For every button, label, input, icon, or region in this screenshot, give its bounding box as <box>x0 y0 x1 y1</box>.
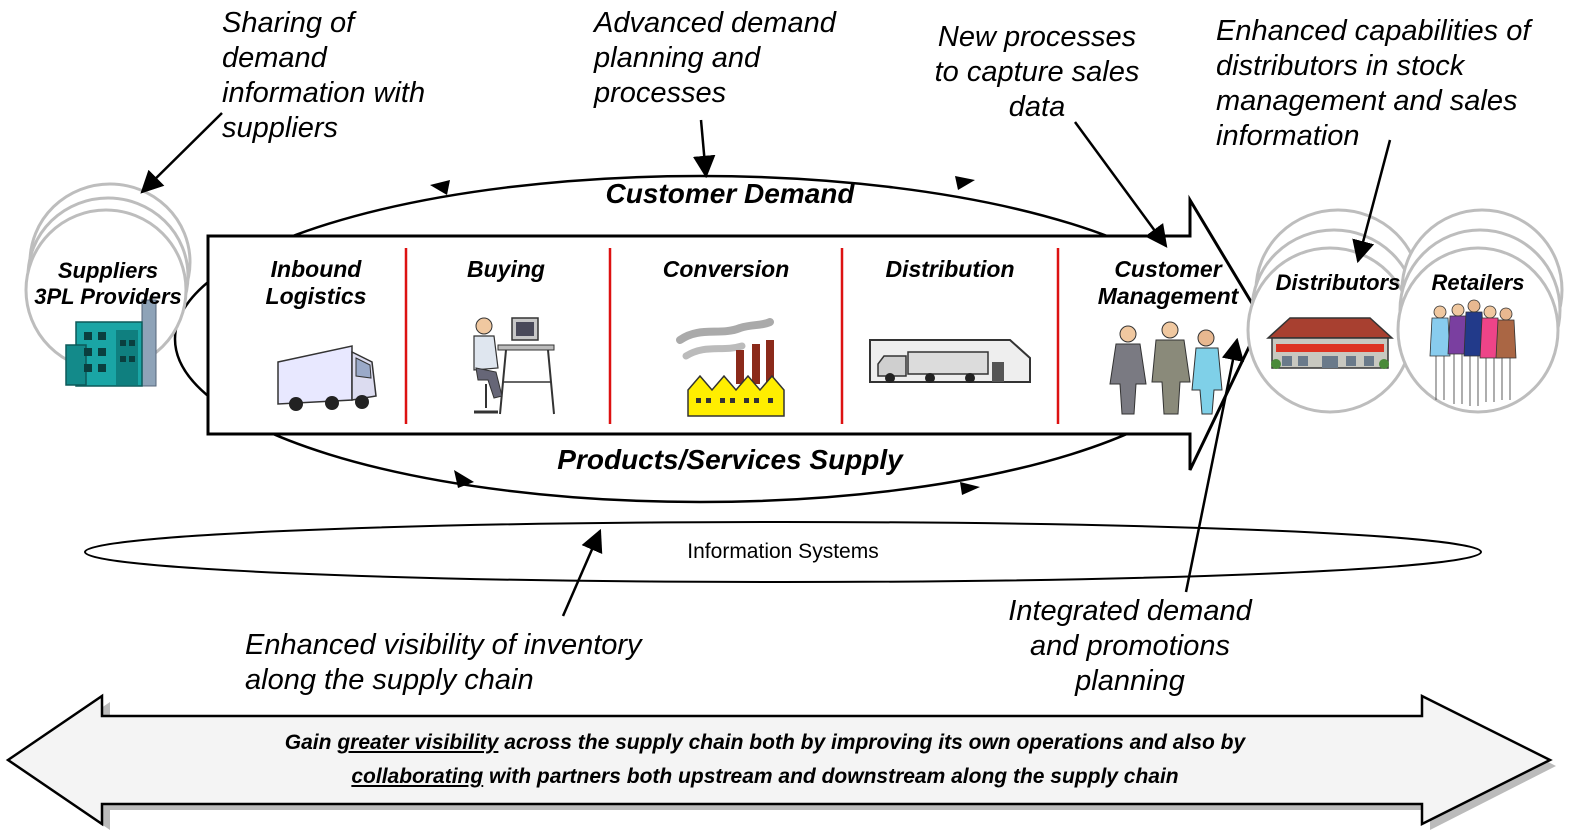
information-systems-label: Information Systems <box>687 540 879 563</box>
annotation-sharing: Sharing of demand information with suppl… <box>222 7 426 144</box>
people-group-icon <box>1429 299 1517 406</box>
annotation-inventory-visibility: Enhanced visibility of inventory along t… <box>245 629 642 696</box>
banner-text-part2: across the supply chain both by improvin… <box>498 731 1246 754</box>
annotation-enhanced-capabilities: Enhanced capabilities of distributors in… <box>1216 15 1531 152</box>
warehouse-truck-icon <box>869 339 1031 383</box>
banner-text-part1: Gain <box>284 731 338 754</box>
retailers-label: Retailers <box>1431 270 1525 295</box>
step-dividers <box>404 248 1060 424</box>
arrow-enhanced-capabilities <box>1352 139 1392 264</box>
value-chain-arrow <box>206 194 1264 471</box>
factory-icon <box>676 318 785 417</box>
loop-arrowhead-left-bottom <box>454 470 474 488</box>
arrow-advanced <box>692 119 716 179</box>
store-building-icon <box>1266 317 1394 369</box>
business-people-icon <box>1109 321 1223 415</box>
information-systems-ellipse <box>84 521 1482 583</box>
step-customer-management: Customer Management <box>1097 256 1239 309</box>
truck-icon <box>277 345 377 411</box>
distributors-node <box>1246 208 1422 414</box>
loop-arrowhead-left-top <box>430 180 450 195</box>
step-buying: Buying <box>467 256 545 282</box>
retailers-node <box>1396 208 1564 414</box>
arrow-new-processes <box>1073 121 1168 248</box>
step-inbound-logistics: Inbound Logistics <box>265 256 367 309</box>
customer-demand-label: Customer Demand <box>605 178 855 209</box>
suppliers-label-line1: Suppliers <box>57 258 159 283</box>
step-conversion: Conversion <box>662 256 790 282</box>
annotation-integrated-demand: Integrated demand and promotions plannin… <box>1008 595 1252 697</box>
products-supply-label: Products/Services Supply <box>557 444 903 475</box>
banner-text-part3: with partners both upstream and downstre… <box>483 765 1179 788</box>
annotation-new-processes: New processes to capture sales data <box>934 21 1140 123</box>
suppliers-label: Suppliers 3PL Providers <box>8 258 208 310</box>
distributors-label: Distributors <box>1275 270 1401 295</box>
computer-worker-icon <box>473 317 555 415</box>
banner-underline-collaborating: collaborating <box>351 765 484 788</box>
loop-arrowhead-right-top <box>955 176 975 190</box>
annotation-advanced-planning: Advanced demand planning and processes <box>594 7 836 109</box>
loop-arrowhead-right-bottom <box>960 482 980 495</box>
banner-text: Gain greater visibility across the suppl… <box>110 726 1420 794</box>
arrow-integrated-demand <box>1184 337 1245 593</box>
step-distribution: Distribution <box>885 256 1015 282</box>
banner-underline-greater-visibility: greater visibility <box>337 731 499 754</box>
banner-double-arrow <box>5 693 1553 827</box>
arrow-inventory-visibility <box>561 528 603 617</box>
industrial-plant-icon <box>65 299 157 387</box>
arrow-sharing <box>140 112 223 194</box>
suppliers-label-line2: 3PL Providers <box>34 284 182 309</box>
